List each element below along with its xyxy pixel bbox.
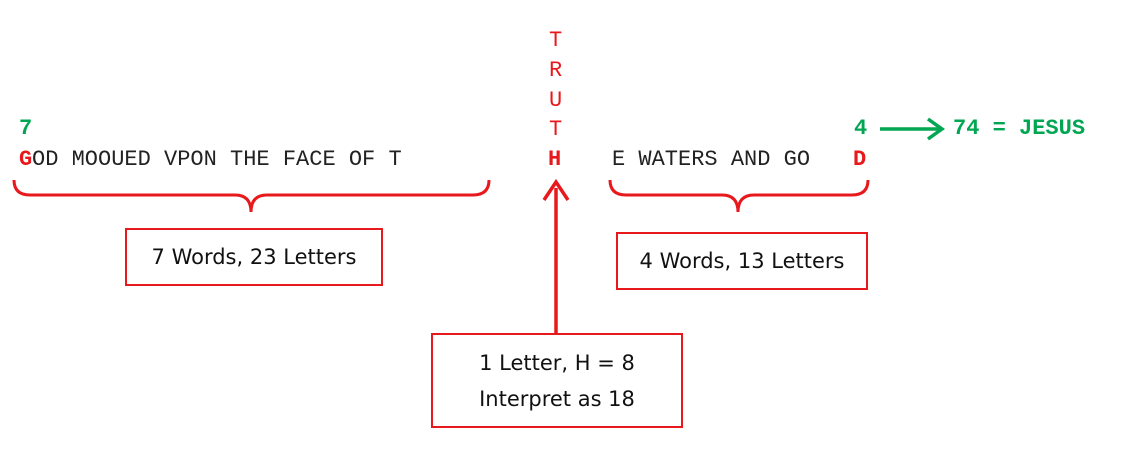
right-count-box: 4 Words, 13 Letters	[616, 232, 868, 290]
right-box-text: 4 Words, 13 Letters	[639, 249, 845, 273]
center-letter: H	[548, 147, 562, 172]
left-box-text: 7 Words, 23 Letters	[151, 245, 357, 269]
vertical-letter-r: R	[549, 58, 563, 83]
center-count-box: 1 Letter, H = 8 Interpret as 18	[431, 333, 683, 428]
right-word-count: 4	[854, 116, 868, 141]
vertical-letter-t1: T	[549, 28, 563, 53]
left-count-box: 7 Words, 23 Letters	[125, 228, 383, 286]
up-arrow-head	[542, 178, 570, 201]
vertical-letter-u: U	[549, 88, 563, 113]
center-box-line2: Interpret as 18	[479, 386, 635, 411]
first-letter: G	[19, 147, 33, 172]
vertical-letter-t2: T	[549, 117, 563, 142]
right-text: E WATERS AND GO	[612, 147, 811, 172]
right-brace	[608, 179, 870, 213]
left-brace	[12, 179, 491, 213]
left-word-count: 7	[19, 116, 33, 141]
left-text: OD MOOUED VPON THE FACE OF T	[32, 147, 402, 172]
center-box-line1: 1 Letter, H = 8	[479, 350, 635, 375]
last-letter: D	[853, 147, 867, 172]
green-arrow-head	[926, 117, 946, 141]
result-label: 74 = JESUS	[953, 116, 1086, 141]
